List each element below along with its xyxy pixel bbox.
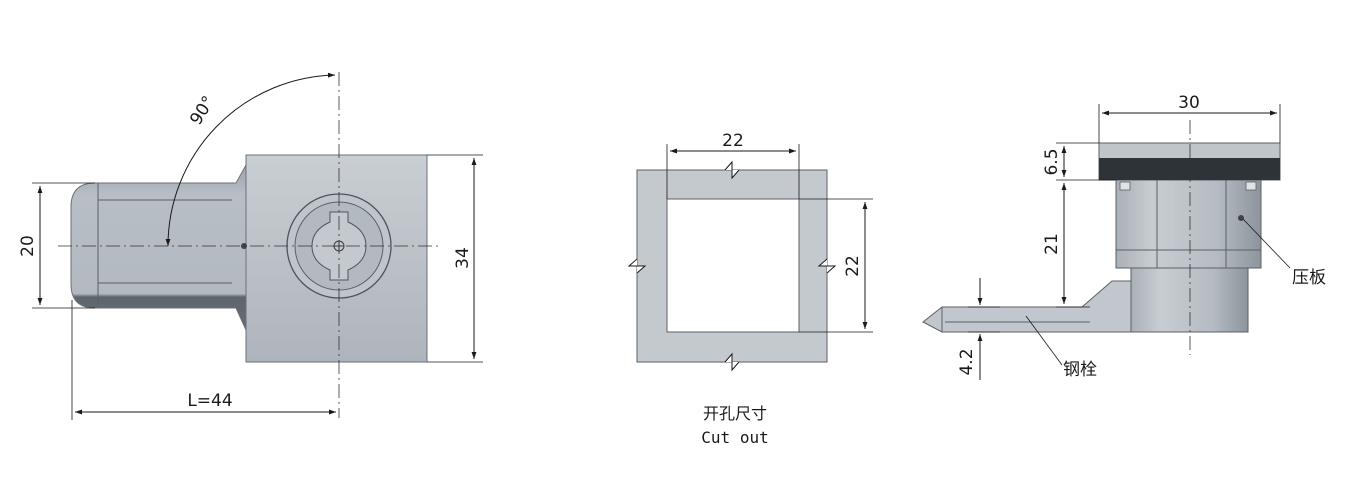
steel-bolt bbox=[922, 280, 1133, 333]
pressure-plate-screw bbox=[1238, 215, 1244, 221]
upper-body bbox=[1115, 179, 1262, 269]
side-dim-body: 21 bbox=[1042, 233, 1062, 255]
break-mark-right bbox=[817, 258, 837, 274]
dim-height-left: 20 bbox=[18, 235, 38, 257]
side-dim-bolt: 4.2 bbox=[957, 348, 977, 375]
side-view: 30 6.5 21 4.2 压板 钢栓 bbox=[922, 93, 1326, 380]
flange-clip-right bbox=[1245, 181, 1257, 191]
flange-gasket bbox=[1099, 158, 1280, 180]
shaft bbox=[70, 163, 247, 331]
side-dim-thickness: 6.5 bbox=[1042, 148, 1062, 175]
flange-clip-left bbox=[1119, 181, 1131, 191]
cutout-plate bbox=[636, 169, 828, 363]
angle-label: 90° bbox=[186, 93, 219, 129]
cutout-dim-width: 22 bbox=[722, 131, 744, 151]
label-bolt: 钢栓 bbox=[1063, 360, 1097, 380]
lower-body bbox=[1130, 267, 1249, 333]
side-dim-width: 30 bbox=[1178, 93, 1200, 113]
dim-length: L=44 bbox=[187, 391, 232, 411]
front-view: 90° 20 34 L=44 bbox=[18, 72, 483, 420]
cutout-caption-cn: 开孔尺寸 bbox=[703, 404, 767, 423]
leader-plate bbox=[1242, 218, 1291, 269]
leader-bolt bbox=[1025, 315, 1063, 366]
break-mark-bottom bbox=[724, 352, 740, 372]
rotation-arc bbox=[165, 72, 336, 247]
break-mark-left bbox=[627, 258, 647, 274]
break-mark-top bbox=[724, 160, 740, 180]
dim-height-right: 34 bbox=[453, 247, 473, 269]
cutout-view: 22 22 开孔尺寸 Cut out bbox=[627, 131, 873, 447]
cutout-caption-en: Cut out bbox=[701, 428, 768, 447]
cutout-dim-height: 22 bbox=[843, 255, 863, 277]
label-plate: 压板 bbox=[1292, 268, 1326, 288]
